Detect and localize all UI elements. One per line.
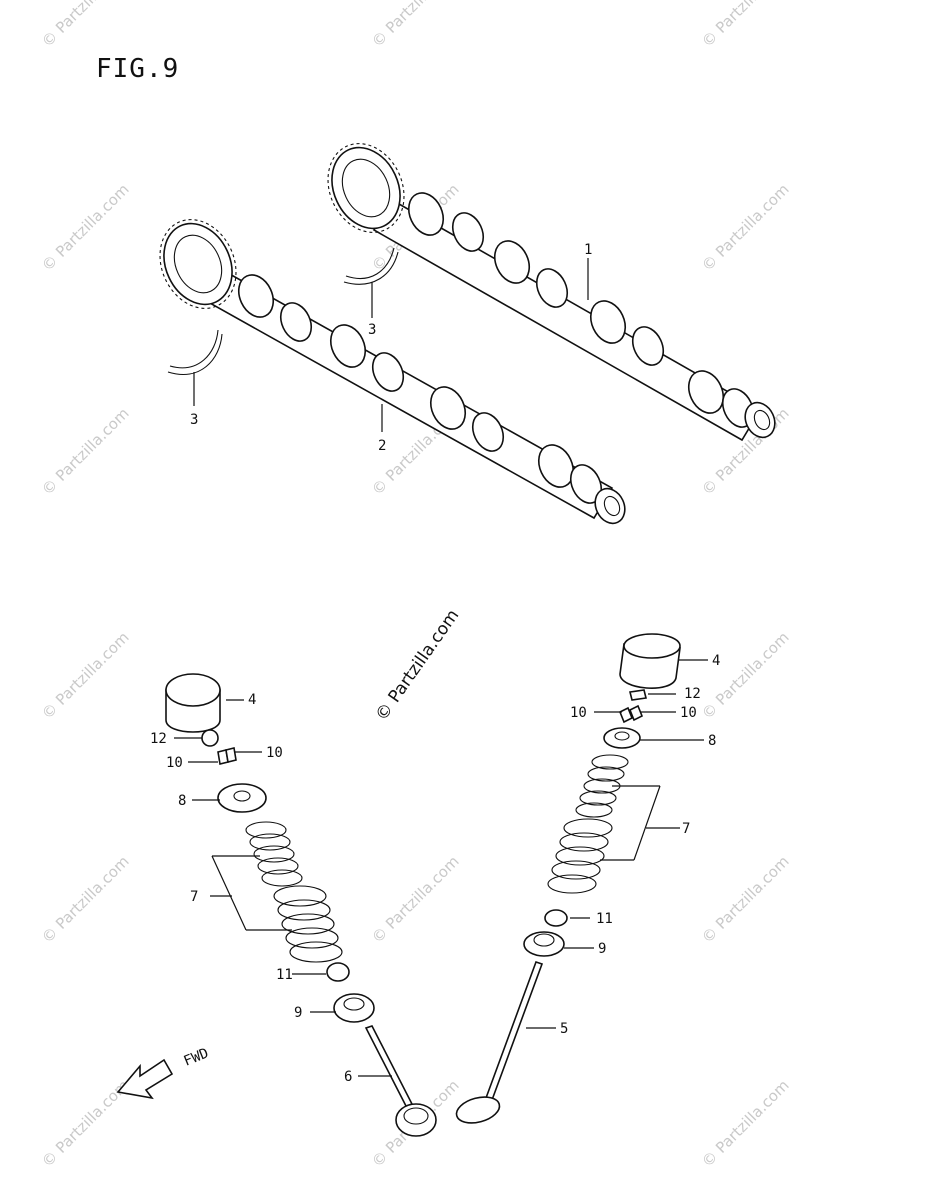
callout-3: 3 xyxy=(368,322,376,338)
callout-6: 6 xyxy=(344,1069,352,1085)
watermark: © Partzilla.com xyxy=(38,628,133,723)
callout-7: 7 xyxy=(190,889,198,905)
camshaft-2 xyxy=(159,219,626,525)
spring-seat-right xyxy=(523,931,565,957)
callout-12: 12 xyxy=(150,731,167,747)
callout-9: 9 xyxy=(294,1005,302,1021)
callout-7: 7 xyxy=(682,821,690,837)
retainer-left xyxy=(217,783,267,813)
tappet-right xyxy=(619,633,681,689)
callout-4: 4 xyxy=(712,653,720,669)
seal-left xyxy=(326,962,350,982)
callout-11: 11 xyxy=(596,911,613,927)
seal-right xyxy=(544,909,568,927)
valve-assembly-left xyxy=(165,673,437,1137)
spring-outer-right xyxy=(547,818,613,894)
callout-10: 10 xyxy=(680,705,697,721)
spring-inner-left xyxy=(245,821,303,887)
callout-1: 1 xyxy=(584,242,592,258)
valve-assembly-right xyxy=(455,633,681,1124)
watermark: © Partzilla.com xyxy=(38,0,133,51)
callout-10: 10 xyxy=(570,705,587,721)
watermark-layer: © Partzilla.com © Partzilla.com © Partzi… xyxy=(38,0,793,1171)
watermark: © Partzilla.com xyxy=(698,628,793,723)
callout-5: 5 xyxy=(560,1021,568,1037)
clip-3-upper xyxy=(343,247,399,285)
callout-labels: 1 2 3 3 4 4 12 12 10 10 10 10 8 8 7 7 11… xyxy=(150,242,720,1085)
camshaft-1 xyxy=(327,143,776,442)
shim-left xyxy=(201,729,219,747)
callout-8: 8 xyxy=(708,733,716,749)
spring-outer-left xyxy=(273,885,343,963)
watermark: © Partzilla.com xyxy=(368,852,463,947)
callout-4: 4 xyxy=(248,692,256,708)
callout-3: 3 xyxy=(190,412,198,428)
callout-10: 10 xyxy=(166,755,183,771)
callout-11: 11 xyxy=(276,967,293,983)
clip-3-lower xyxy=(167,329,223,375)
center-watermark: © Partzilla.com xyxy=(372,606,464,725)
callout-9: 9 xyxy=(598,941,606,957)
spring-seat-left xyxy=(333,993,375,1023)
watermark: © Partzilla.com xyxy=(698,0,793,51)
callout-8: 8 xyxy=(178,793,186,809)
leader-lines xyxy=(174,258,708,1077)
watermark: © Partzilla.com xyxy=(38,852,133,947)
cotter-right-b xyxy=(628,704,644,722)
cotter-left-b xyxy=(225,747,237,763)
cotter-right-a xyxy=(618,706,634,724)
spring-inner-right xyxy=(575,754,629,818)
shim-right xyxy=(629,689,647,701)
watermark: © Partzilla.com xyxy=(698,1076,793,1171)
tappet-left xyxy=(165,673,221,733)
watermark: © Partzilla.com xyxy=(38,404,133,499)
fwd-arrow-icon xyxy=(116,1058,174,1100)
valve-exhaust xyxy=(455,960,544,1124)
figure-title: FIG.9 xyxy=(96,54,180,84)
watermark: © Partzilla.com xyxy=(38,180,133,275)
watermark: © Partzilla.com xyxy=(698,852,793,947)
watermark: © Partzilla.com xyxy=(368,0,463,51)
valve-intake xyxy=(364,1025,437,1137)
callout-2: 2 xyxy=(378,438,386,454)
retainer-right xyxy=(603,727,641,749)
fwd-label: FWD xyxy=(182,1045,211,1069)
watermark: © Partzilla.com xyxy=(698,180,793,275)
callout-10: 10 xyxy=(266,745,283,761)
callout-12: 12 xyxy=(684,686,701,702)
